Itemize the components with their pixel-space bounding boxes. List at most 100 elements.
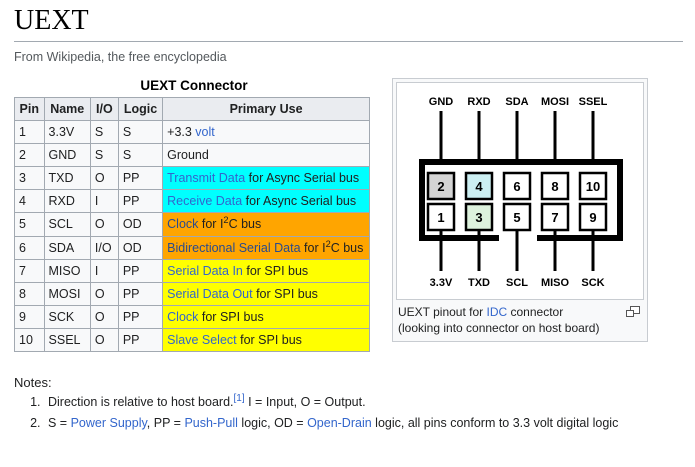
use-text-post: for Async Serial bus bbox=[242, 194, 357, 209]
cell-io: I/O bbox=[89, 235, 119, 260]
pin-number-10: 10 bbox=[586, 179, 600, 194]
connector-top-edge bbox=[419, 158, 623, 165]
diagram-caption: UEXT pinout for IDC connector (looking i… bbox=[396, 300, 644, 338]
pin-box-8: 8 bbox=[540, 171, 570, 201]
pin-box-7: 7 bbox=[540, 202, 570, 232]
cell-io: O bbox=[89, 328, 119, 353]
bottom-lead-3 bbox=[477, 229, 481, 271]
pin-box-6: 6 bbox=[502, 171, 532, 201]
cell-name: SCK bbox=[43, 304, 91, 330]
cell-name: MOSI bbox=[43, 281, 91, 306]
notes-label: Notes: bbox=[14, 375, 52, 390]
pin-box-3: 3 bbox=[464, 202, 494, 232]
cell-logic: PP bbox=[117, 281, 164, 306]
pin-number-2: 2 bbox=[437, 179, 444, 194]
use-text-post: for SPI bus bbox=[242, 263, 309, 278]
i2c-superscript: 2 bbox=[325, 238, 331, 249]
citation-link[interactable]: [1] bbox=[233, 392, 245, 404]
use-link[interactable]: Transmit Data bbox=[167, 171, 246, 186]
cell-logic: PP bbox=[117, 328, 164, 353]
table-caption: UEXT Connector bbox=[140, 77, 248, 93]
enlarge-icon[interactable] bbox=[626, 305, 641, 318]
top-lead-8 bbox=[553, 110, 557, 159]
note-link[interactable]: Power Supply bbox=[70, 415, 147, 430]
note-text: Direction is relative to host board. bbox=[48, 395, 234, 409]
notes-list: Direction is relative to host board.[1] … bbox=[14, 392, 618, 433]
cell-pin: 2 bbox=[14, 143, 45, 168]
top-lead-6 bbox=[515, 110, 519, 159]
bottom-lead-5 bbox=[515, 229, 519, 271]
bottom-lead-9 bbox=[591, 229, 595, 271]
site-tagline: From Wikipedia, the free encyclopedia bbox=[14, 49, 227, 64]
note-link[interactable]: Open-Drain bbox=[307, 415, 372, 430]
use-text-post: for I2C bus bbox=[198, 215, 262, 232]
top-label-SSEL: SSEL bbox=[579, 96, 608, 108]
cell-pin: 8 bbox=[14, 281, 45, 306]
top-lead-2 bbox=[439, 110, 443, 159]
use-link[interactable]: Clock bbox=[167, 217, 199, 232]
use-link[interactable]: Bidirectional Serial Data bbox=[167, 240, 301, 255]
pin-number-3: 3 bbox=[475, 210, 482, 225]
cell-pin: 6 bbox=[14, 235, 45, 260]
cell-name: 3.3V bbox=[43, 119, 91, 145]
idc-link[interactable]: IDC bbox=[486, 304, 508, 319]
cell-primary-use: Serial Data In for SPI bus bbox=[162, 258, 370, 283]
cell-name: TXD bbox=[43, 166, 91, 191]
use-text-post: for Async Serial bus bbox=[245, 171, 360, 186]
table-header-row: Pin Name I/O Logic Primary Use bbox=[14, 96, 370, 121]
pin-box-5: 5 bbox=[502, 202, 532, 232]
note-text: logic, all pins conform to 3.3 volt digi… bbox=[371, 415, 619, 430]
cell-name: RXD bbox=[43, 189, 91, 214]
use-text-post: for SPI bus bbox=[252, 286, 318, 301]
use-link[interactable]: Clock bbox=[167, 309, 199, 324]
pin-box-1: 1 bbox=[426, 202, 456, 232]
page-title: UEXT bbox=[14, 5, 89, 36]
cell-pin: 9 bbox=[14, 304, 45, 330]
connector-bottom-right-edge bbox=[537, 234, 623, 241]
top-lead-4 bbox=[477, 110, 481, 159]
cell-logic: PP bbox=[117, 189, 164, 214]
cell-io: S bbox=[89, 143, 119, 168]
cell-name: SCL bbox=[43, 212, 91, 237]
use-link[interactable]: Slave Select bbox=[167, 333, 237, 348]
i2c-superscript: 2 bbox=[223, 215, 229, 226]
cell-pin: 4 bbox=[14, 189, 45, 214]
article-content: UEXT Connector Pin Name I/O Logic Primar… bbox=[0, 77, 695, 378]
use-link[interactable]: Receive Data bbox=[167, 194, 243, 209]
cell-io: I bbox=[89, 258, 119, 283]
pin-number-6: 6 bbox=[513, 179, 520, 194]
pin-number-8: 8 bbox=[551, 179, 558, 194]
note-item: S = Power Supply, PP = Push-Pull logic, … bbox=[44, 413, 618, 434]
cell-primary-use: Ground bbox=[162, 143, 370, 168]
bottom-label-3.3V: 3.3V bbox=[430, 277, 453, 289]
pin-number-1: 1 bbox=[437, 210, 444, 225]
use-link[interactable]: Serial Data Out bbox=[167, 286, 253, 301]
cell-primary-use: Transmit Data for Async Serial bus bbox=[162, 166, 370, 191]
note-link[interactable]: Push-Pull bbox=[184, 415, 238, 430]
cell-logic: OD bbox=[117, 235, 164, 260]
pin-number-5: 5 bbox=[513, 210, 520, 225]
use-link[interactable]: volt bbox=[195, 124, 215, 139]
note-item: Direction is relative to host board.[1] … bbox=[44, 392, 618, 413]
pin-number-7: 7 bbox=[551, 210, 558, 225]
use-link[interactable]: Serial Data In bbox=[167, 263, 243, 278]
cell-io: I bbox=[89, 189, 119, 214]
top-label-RXD: RXD bbox=[467, 96, 490, 108]
pin-number-9: 9 bbox=[589, 210, 596, 225]
bottom-label-SCK: SCK bbox=[581, 277, 604, 289]
top-lead-10 bbox=[591, 110, 595, 159]
cell-name: SSEL bbox=[43, 328, 91, 353]
cell-logic: OD bbox=[117, 212, 164, 237]
note-text: I = Input, O = Output. bbox=[244, 395, 366, 409]
